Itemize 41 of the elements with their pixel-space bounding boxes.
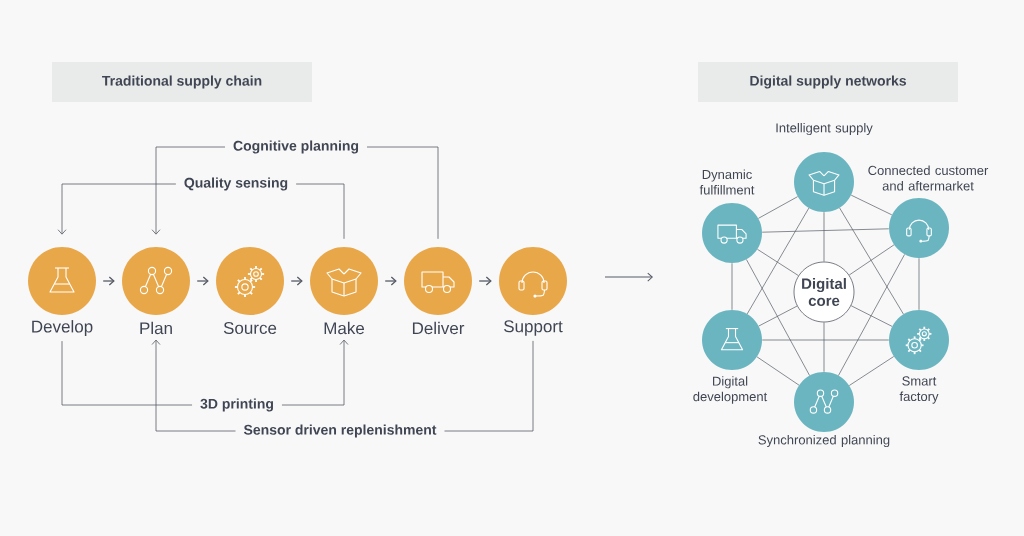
connector-line [746, 259, 810, 376]
network-label: Connected customer and aftermarket [868, 165, 989, 191]
network-label: Intelligent supply [776, 122, 873, 136]
step-label: Source [223, 322, 277, 335]
connector-line [848, 244, 895, 276]
arrow [384, 276, 397, 286]
step-label: Deliver [412, 321, 465, 335]
edge-label: 3D printing [192, 395, 282, 415]
network-label: Digital development [693, 376, 768, 404]
connector-line [761, 339, 890, 341]
connector-line [823, 211, 825, 262]
network-label: Synchronized planning [758, 434, 890, 448]
connector-line [761, 228, 890, 233]
connector-line [823, 322, 825, 373]
arrow [102, 276, 115, 286]
connector-line [757, 248, 799, 276]
connector-line [731, 262, 733, 311]
connector-line [758, 305, 798, 327]
edge-label: Quality sensing [175, 174, 297, 194]
connector-line [838, 254, 905, 376]
step-label: Develop [32, 320, 93, 336]
connector-line [758, 196, 798, 219]
section-header: Digital supply networks [698, 62, 958, 102]
connector-line [756, 356, 800, 386]
network-label: Dynamic fulfillment [699, 169, 755, 195]
edge-label: Cognitive planning [225, 137, 367, 157]
arrow [196, 276, 209, 286]
step-label: Make [324, 321, 365, 335]
arrow [478, 276, 492, 286]
connector-line [746, 207, 810, 315]
arrow [290, 276, 303, 286]
section-header: Traditional supply chain [52, 62, 312, 102]
connector-line [918, 257, 920, 311]
connector-line [839, 207, 904, 315]
edge-label: Sensor driven replenishment [235, 421, 445, 441]
network-label: Smart factory [899, 376, 939, 404]
connector-line [850, 305, 893, 327]
step-label: Support [504, 320, 563, 336]
step-label: Plan [140, 321, 172, 335]
connector-line [850, 194, 893, 216]
connector-line [848, 356, 895, 386]
